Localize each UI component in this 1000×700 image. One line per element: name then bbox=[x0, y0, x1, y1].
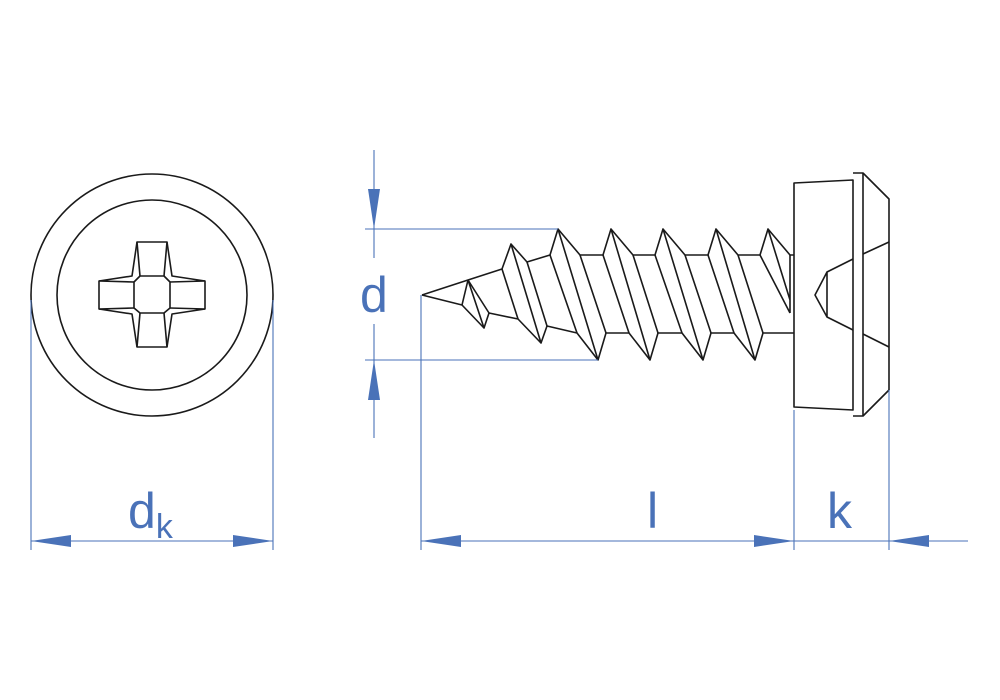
d-label: d bbox=[360, 267, 388, 323]
dk-label: dk bbox=[128, 486, 173, 544]
phillips-recess-icon bbox=[98, 241, 206, 348]
dimension-lines bbox=[30, 150, 968, 550]
d-extension-lines bbox=[365, 228, 598, 361]
screw-side-view bbox=[421, 172, 890, 417]
dk-label-sub: k bbox=[155, 508, 173, 546]
screw-head-side bbox=[793, 172, 890, 417]
head-outer-circle bbox=[30, 173, 274, 417]
thread-bottom-profile bbox=[421, 294, 794, 361]
screw-head-front-view bbox=[30, 173, 274, 417]
dk-extension-lines bbox=[30, 300, 274, 550]
l-label: l bbox=[647, 483, 659, 539]
thread-top-profile bbox=[421, 228, 794, 296]
thread-crest-lines bbox=[549, 228, 791, 361]
tip-thread-lines bbox=[461, 243, 548, 344]
head-inner-circle bbox=[56, 199, 248, 391]
recess-profile bbox=[814, 258, 854, 331]
k-label: k bbox=[827, 483, 852, 539]
l-k-extension-lines bbox=[420, 295, 890, 550]
dk-label-main: d bbox=[128, 483, 156, 539]
